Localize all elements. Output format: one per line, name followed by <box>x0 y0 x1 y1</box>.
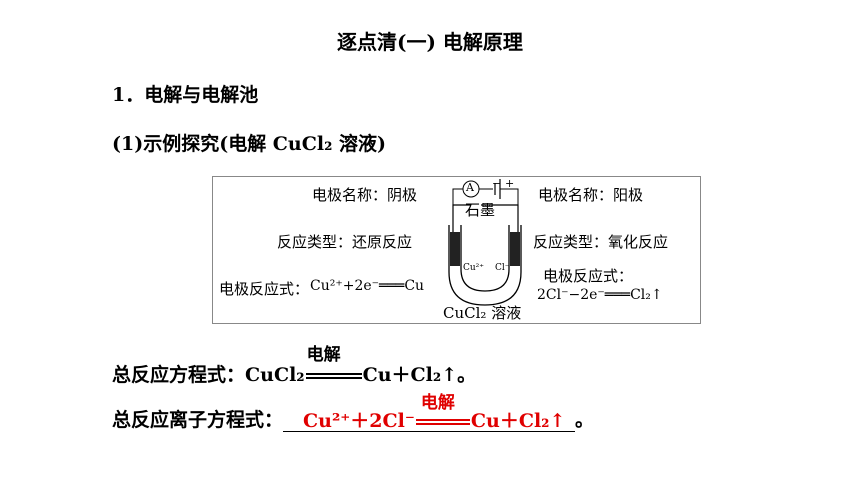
anode-equation: 2Cl⁻−2e⁻═══Cl₂↑ <box>537 287 663 303</box>
anode-eq-label: 电极反应式： <box>543 267 634 285</box>
electrolysis-diagram: 电极名称：阴极 电极名称：阳极 A − + 石墨 反应类型：还原反应 反应类型：… <box>212 176 701 324</box>
cu-ion-label: Cu²⁺ <box>463 263 485 273</box>
ionic-lhs: Cu²⁺＋2Cl⁻ <box>303 410 415 432</box>
ionic-label: 总反应离子方程式： <box>112 409 284 431</box>
graphite-label: 石墨 <box>465 201 496 219</box>
answer-blank: Cu²⁺＋2Cl⁻电解 Cu＋Cl₂↑ <box>283 393 576 433</box>
anode-type: 反应类型：氧化反应 <box>533 233 669 251</box>
cathode-name: 电极名称：阴极 <box>312 186 418 204</box>
section-heading: 1．电解与电解池 <box>112 84 259 106</box>
ionic-condition: 电解 <box>420 393 455 413</box>
cathode-equation: Cu²⁺+2e⁻═══Cu <box>310 278 425 294</box>
cell-drawing <box>448 179 522 306</box>
ionic-answer: Cu²⁺＋2Cl⁻电解 Cu＋Cl₂↑ <box>303 393 566 433</box>
ionic-equals-sign <box>415 419 470 425</box>
cathode-eq-label: 电极反应式： <box>219 280 310 298</box>
anode-name: 电极名称：阳极 <box>538 186 644 204</box>
ammeter-label: A <box>466 181 474 194</box>
total-condition: 电解 <box>306 345 341 365</box>
ionic-equation: 总反应离子方程式： Cu²⁺＋2Cl⁻电解 Cu＋Cl₂↑ 。 <box>112 393 595 433</box>
cathode-electrode <box>450 232 460 266</box>
equals-sign <box>305 373 362 379</box>
total-rhs: Cu＋Cl₂↑。 <box>362 364 477 386</box>
page-title: 逐点清(一) 电解原理 <box>337 30 523 54</box>
ionic-end: 。 <box>575 409 595 431</box>
total-lhs: CuCl₂ <box>245 364 305 386</box>
minus-label: − <box>492 177 502 190</box>
plus-label: + <box>505 177 515 190</box>
ionic-rhs: Cu＋Cl₂↑ <box>470 410 566 432</box>
subsection-heading: (1)示例探究(电解 CuCl₂ 溶液) <box>112 133 387 155</box>
cl-ion-label: Cl⁻ <box>495 263 510 273</box>
solution-label: CuCl₂ 溶液 <box>443 304 522 322</box>
cathode-type: 反应类型：还原反应 <box>277 233 413 251</box>
total-label: 总反应方程式： <box>112 364 246 386</box>
anode-electrode <box>510 232 520 266</box>
